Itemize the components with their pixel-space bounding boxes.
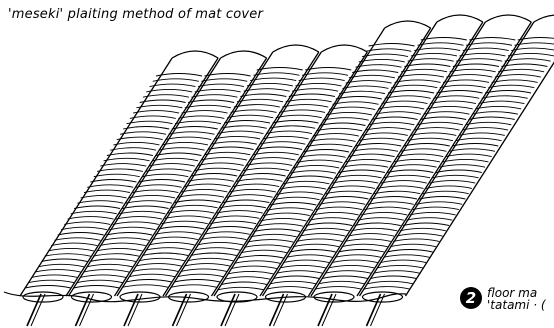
mat-strand <box>164 44 368 303</box>
warp-thread <box>317 293 333 327</box>
warp-thread <box>220 293 236 327</box>
figure-title: 'meseki' plaiting method of mat cover <box>8 7 264 22</box>
caption-line-2: 'tatami · ( <box>487 298 546 312</box>
mat-strand <box>310 14 532 303</box>
mat-strand <box>213 20 432 303</box>
mat-strands <box>19 14 554 303</box>
figure-caption: 2 floor ma 'tatami · ( <box>460 286 554 328</box>
warp-thread <box>171 293 188 327</box>
caption-line-1: floor ma <box>487 286 538 300</box>
warp-thread <box>26 293 42 327</box>
warp-threads <box>3 291 407 327</box>
mat-strand <box>67 50 268 303</box>
warp-thread <box>365 293 382 327</box>
warp-thread <box>123 293 139 327</box>
mat-strand <box>358 14 554 303</box>
warp-thread <box>268 293 285 327</box>
mat-strand <box>116 44 320 303</box>
mat-strand <box>261 14 484 303</box>
warp-thread <box>74 293 91 327</box>
figure-number-badge: 2 <box>460 287 482 309</box>
mat-strand <box>19 50 219 303</box>
